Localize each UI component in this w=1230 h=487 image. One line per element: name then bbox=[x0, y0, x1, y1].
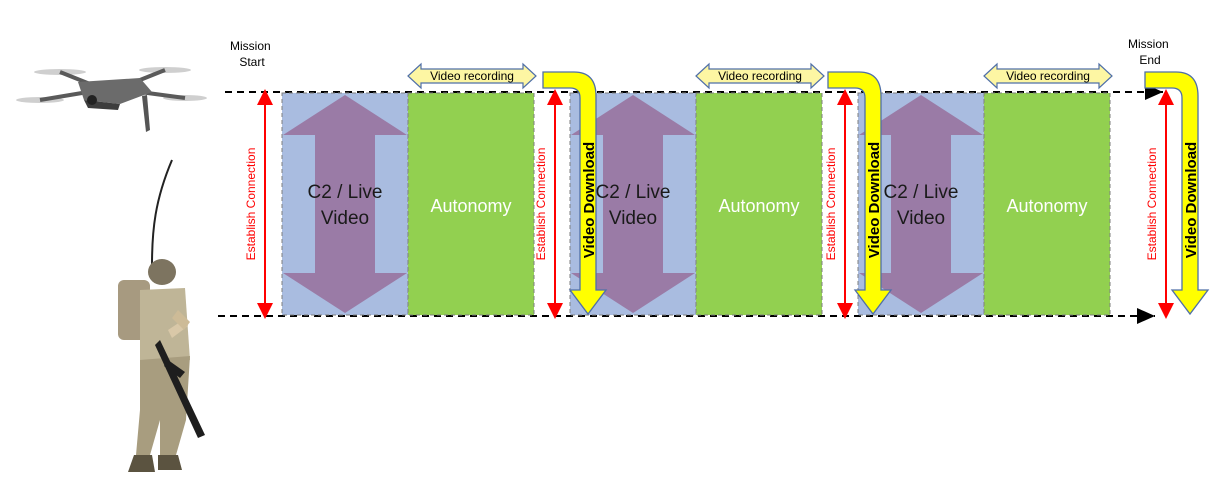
video-recording-label: Video recording bbox=[1006, 69, 1090, 83]
establish-connection-label: Establish Connection bbox=[1145, 148, 1159, 261]
antenna-icon bbox=[151, 159, 173, 266]
mission-start-label: Mission Start bbox=[230, 39, 274, 69]
video-recording-arrow bbox=[983, 62, 1113, 90]
video-download-label: Video Download bbox=[581, 142, 598, 258]
video-recording-label: Video recording bbox=[718, 69, 802, 83]
video-download-arrow: Video Download bbox=[1144, 71, 1210, 316]
bidirectional-arrow bbox=[283, 95, 407, 313]
establish-connection-label: Establish Connection bbox=[534, 148, 548, 261]
bidirectional-arrow bbox=[859, 95, 983, 313]
autonomy-block bbox=[407, 92, 535, 316]
autonomy-label: Autonomy bbox=[1006, 196, 1087, 216]
autonomy-label: Autonomy bbox=[430, 196, 511, 216]
video-download-arrow: Video Download bbox=[542, 71, 608, 316]
drone-icon bbox=[16, 67, 207, 132]
autonomy-block bbox=[983, 92, 1111, 316]
mission-end-label: Mission End bbox=[1128, 37, 1172, 67]
video-recording-label: Video recording bbox=[430, 69, 514, 83]
video-download-arrow: Video Download bbox=[827, 71, 893, 316]
autonomy-label: Autonomy bbox=[718, 196, 799, 216]
bidirectional-arrow bbox=[571, 95, 695, 313]
autonomy-block bbox=[695, 92, 823, 316]
establish-connection-label: Establish Connection bbox=[244, 148, 258, 261]
video-recording-arrow bbox=[407, 62, 537, 90]
establish-connection-label: Establish Connection bbox=[824, 148, 838, 261]
video-download-label: Video Download bbox=[1183, 142, 1200, 258]
video-download-label: Video Download bbox=[866, 142, 883, 258]
video-recording-arrow bbox=[695, 62, 825, 90]
soldier-icon bbox=[118, 259, 205, 472]
